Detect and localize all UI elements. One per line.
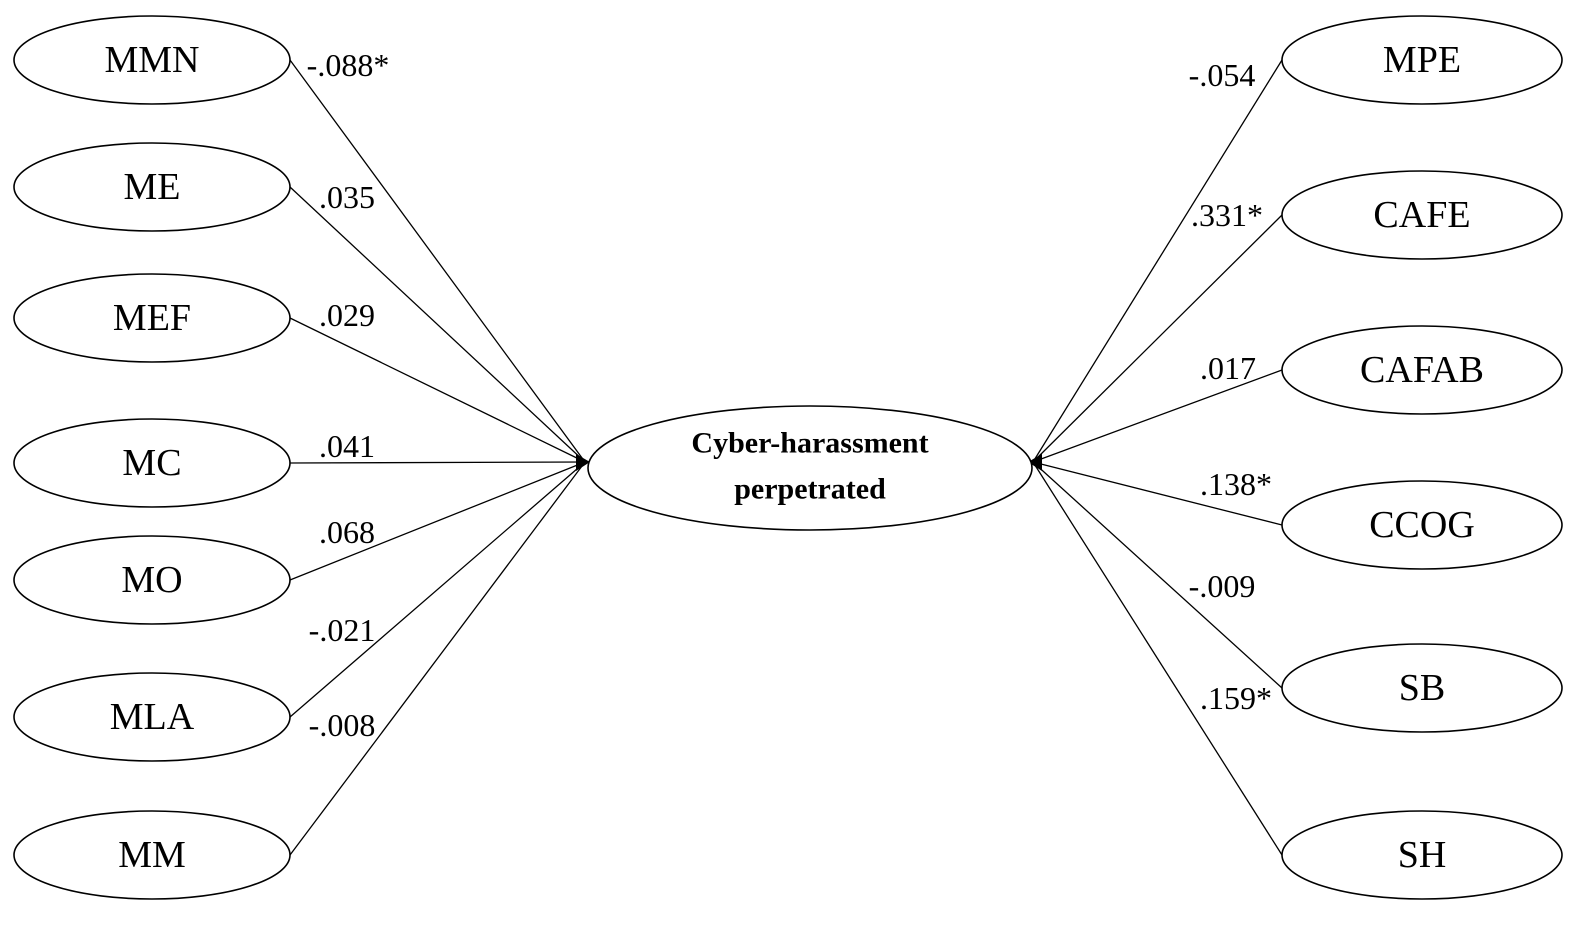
arrowhead-left (576, 454, 590, 471)
node-label-mpe: MPE (1383, 39, 1461, 81)
edge-ccog (1032, 461, 1283, 526)
node-cafe (1281, 170, 1563, 260)
node-label-me: ME (124, 166, 181, 208)
coefficient-mc: .041 (319, 428, 375, 464)
edge-cafab (1032, 369, 1283, 463)
edges-layer (289, 59, 1283, 856)
center-node: Cyber-harassment perpetrated (587, 405, 1033, 531)
node-mla (13, 672, 291, 762)
node-label-mmn: MMN (104, 39, 199, 81)
coefficient-mm: -.008 (309, 707, 376, 743)
edge-mpe (1032, 59, 1283, 463)
edge-mc (289, 461, 586, 464)
node-label-mo: MO (121, 559, 182, 601)
center-node-label-line1: Cyber-harassment (691, 427, 928, 460)
node-cafab (1281, 325, 1563, 415)
coefficient-mef: .029 (319, 297, 375, 333)
node-label-ccog: CCOG (1369, 504, 1475, 546)
node-ccog (1281, 480, 1563, 570)
coefficient-mo: .068 (319, 514, 375, 550)
edge-sh (1032, 461, 1283, 856)
node-mm (13, 810, 291, 900)
nodes-layer: Cyber-harassment perpetrated MMN ME MEF MC M… (13, 15, 1563, 900)
coefficient-mpe: -.054 (1189, 57, 1256, 93)
node-mpe (1281, 15, 1563, 105)
node-label-cafe: CAFE (1373, 194, 1470, 236)
node-mmn (13, 15, 291, 105)
node-sb (1281, 643, 1563, 733)
edge-mo (289, 461, 586, 581)
node-sh (1281, 810, 1563, 900)
arrowhead-right (1028, 454, 1042, 471)
node-label-mef: MEF (113, 297, 191, 339)
edge-sb (1032, 461, 1283, 689)
coefficient-mmn: -.088* (307, 47, 390, 83)
coefficient-me: .035 (319, 179, 375, 215)
coefficient-ccog: .138* (1200, 466, 1272, 502)
node-mo (13, 535, 291, 625)
edge-mef (289, 317, 586, 463)
edge-me (289, 186, 586, 463)
node-label-mm: MM (118, 834, 186, 876)
coefficient-mla: -.021 (309, 612, 376, 648)
coefficient-cafe: .331* (1191, 197, 1263, 233)
center-node-label-line2: perpetrated (734, 473, 886, 506)
coefficient-sb: -.009 (1189, 568, 1256, 604)
edge-mm (289, 461, 586, 856)
edge-cafe (1032, 214, 1283, 463)
center-node-ellipse (587, 405, 1033, 531)
coefficient-sh: .159* (1200, 680, 1272, 716)
edge-mmn (289, 59, 586, 463)
node-mc (13, 418, 291, 508)
coefficient-cafab: .017 (1200, 350, 1256, 386)
node-label-sb: SB (1399, 667, 1445, 709)
edge-mla (289, 461, 586, 718)
node-mef (13, 273, 291, 363)
coefficients-layer: -.088* .035 .029 .041 .068 -.021 -.008 -.054 .33… (307, 47, 1272, 743)
node-me (13, 142, 291, 232)
node-label-sh: SH (1398, 834, 1447, 876)
node-label-mc: MC (122, 442, 181, 484)
node-label-cafab: CAFAB (1360, 349, 1484, 391)
node-label-mla: MLA (110, 696, 195, 738)
